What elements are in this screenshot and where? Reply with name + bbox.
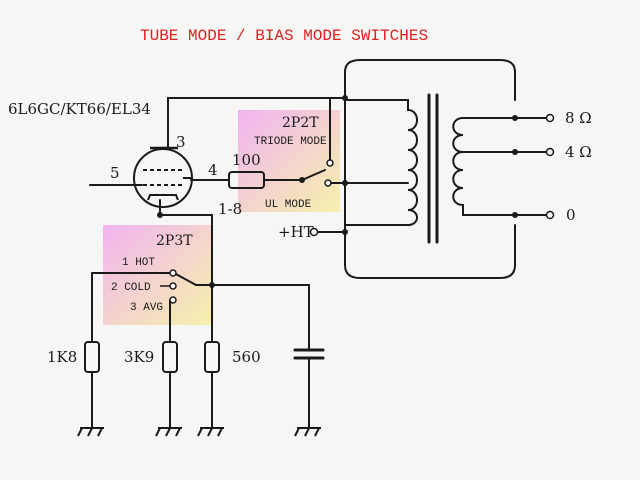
output-terminal [545, 113, 555, 123]
supply-terminal [309, 227, 319, 237]
vacuum-tube-icon [133, 146, 193, 208]
resistor-hot-value: 1K8 [47, 348, 77, 366]
switch-contact [326, 159, 334, 167]
transformer-frame [344, 59, 516, 279]
mode-switch-triode: TRIODE MODE [254, 136, 327, 148]
bias-position-hot: 1 HOT [122, 257, 155, 269]
pin-plate-label: 3 [176, 133, 186, 151]
supply-label: +HT [278, 223, 314, 241]
switch-contact [169, 282, 177, 290]
screen-resistor-value: 100 [232, 151, 261, 169]
output-terminal [545, 210, 555, 220]
bias-position-cold: 2 COLD [111, 282, 151, 294]
bias-position-avg: 3 AVG [130, 302, 163, 314]
output-label-4: 4 Ω [565, 143, 592, 161]
resistor-icon [162, 341, 178, 373]
mode-switch-ul: UL MODE [265, 199, 312, 211]
pin-cathode-label: 1-8 [218, 200, 242, 218]
pin-grid-label: 5 [110, 164, 120, 182]
mode-switch-type: 2P2T [282, 115, 319, 131]
secondary-winding [452, 117, 516, 216]
resistor-icon [84, 341, 100, 373]
bias-switch-highlight [103, 225, 211, 325]
resistor-base-value: 560 [232, 348, 261, 366]
pin-screen-label: 4 [208, 161, 218, 179]
switch-contact [169, 296, 177, 304]
resistor-cold-value: 3K9 [124, 348, 154, 366]
primary-winding [344, 99, 418, 226]
output-label-8: 8 Ω [565, 109, 592, 127]
mode-switch-highlight [238, 110, 340, 212]
resistor-icon [204, 341, 220, 373]
bias-switch-type: 2P3T [156, 233, 193, 249]
output-label-0: 0 [566, 206, 576, 224]
diagram-title: TUBE MODE / BIAS MODE SWITCHES [140, 27, 428, 45]
resistor-icon [228, 171, 265, 189]
ground-icon [197, 427, 224, 437]
switch-contact [324, 179, 332, 187]
switch-contact [169, 269, 177, 277]
ground-icon [77, 427, 104, 437]
ground-icon [294, 427, 321, 437]
tube-type-label: 6L6GC/KT66/EL34 [8, 100, 151, 118]
ground-icon [155, 427, 182, 437]
output-terminal [545, 147, 555, 157]
